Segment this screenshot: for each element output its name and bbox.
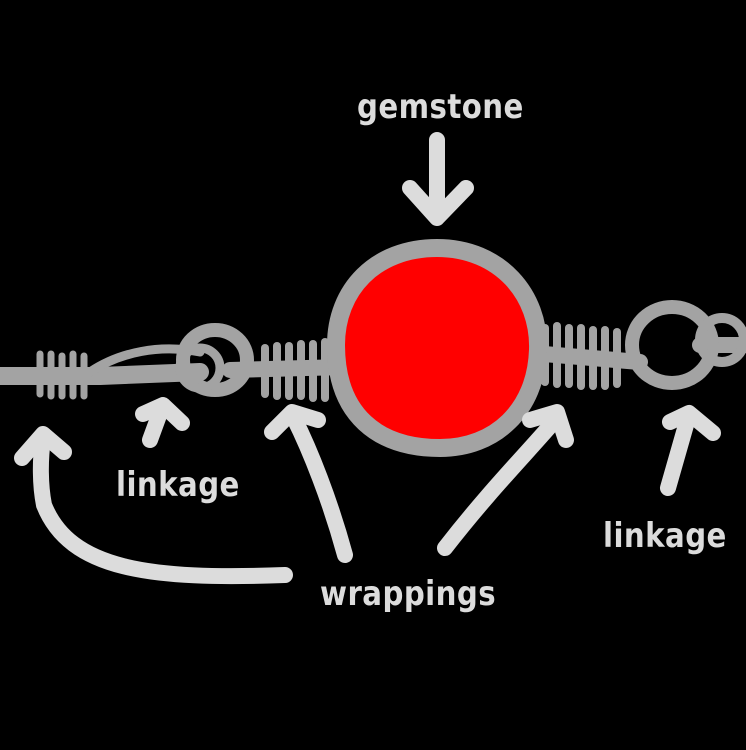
linkage-ring-left-inner xyxy=(175,343,225,393)
label-linkage-left: linkage xyxy=(116,465,240,505)
label-gemstone: gemstone xyxy=(357,87,524,127)
wrappings-right-inner xyxy=(541,322,621,390)
arrows xyxy=(14,132,721,585)
wrappings-left-inner xyxy=(261,338,329,402)
gemstone-setting xyxy=(326,238,548,458)
arrow-linkage-right xyxy=(660,405,721,496)
arrow-wrappings-far-left xyxy=(14,426,293,585)
gemstone xyxy=(326,238,548,458)
label-wrappings: wrappings xyxy=(320,574,497,614)
linkage-rings xyxy=(175,300,746,397)
label-linkage-right: linkage xyxy=(603,516,727,556)
linkage-ring-right-inner xyxy=(695,313,746,367)
arrow-gemstone xyxy=(402,132,474,226)
arrow-wrappings-left xyxy=(264,404,353,563)
wire-left-segment xyxy=(0,363,209,385)
wrappings-left-outer xyxy=(36,350,88,400)
arrow-linkage-left xyxy=(135,397,190,448)
linkage-ring-right-outer xyxy=(625,300,719,390)
arrow-wrappings-right xyxy=(437,404,574,556)
